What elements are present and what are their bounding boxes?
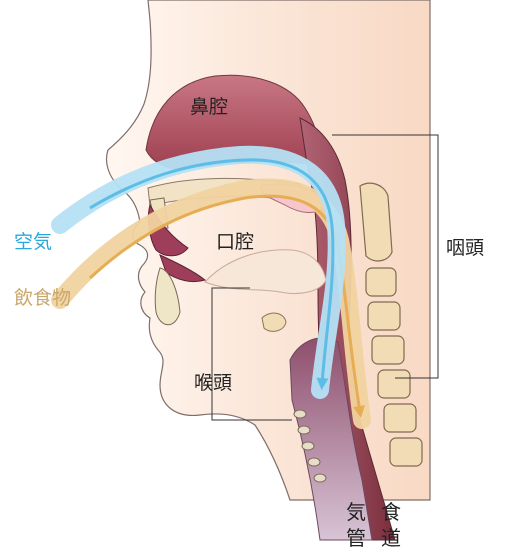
label-esophagus-2: 道 — [381, 526, 401, 550]
hyoid-bone — [262, 313, 286, 331]
bottom-fade — [0, 400, 509, 551]
label-food: 飲食物 — [14, 287, 71, 309]
label-nasal-cavity: 鼻腔 — [190, 96, 228, 118]
label-oral-cavity: 口腔 — [216, 231, 254, 253]
label-larynx: 喉頭 — [194, 372, 232, 394]
label-air: 空気 — [14, 231, 52, 253]
label-trachea-1: 気 — [346, 500, 366, 524]
label-pharynx: 咽頭 — [446, 237, 484, 259]
label-trachea-2: 管 — [346, 526, 366, 550]
label-esophagus-1: 食 — [381, 500, 401, 524]
